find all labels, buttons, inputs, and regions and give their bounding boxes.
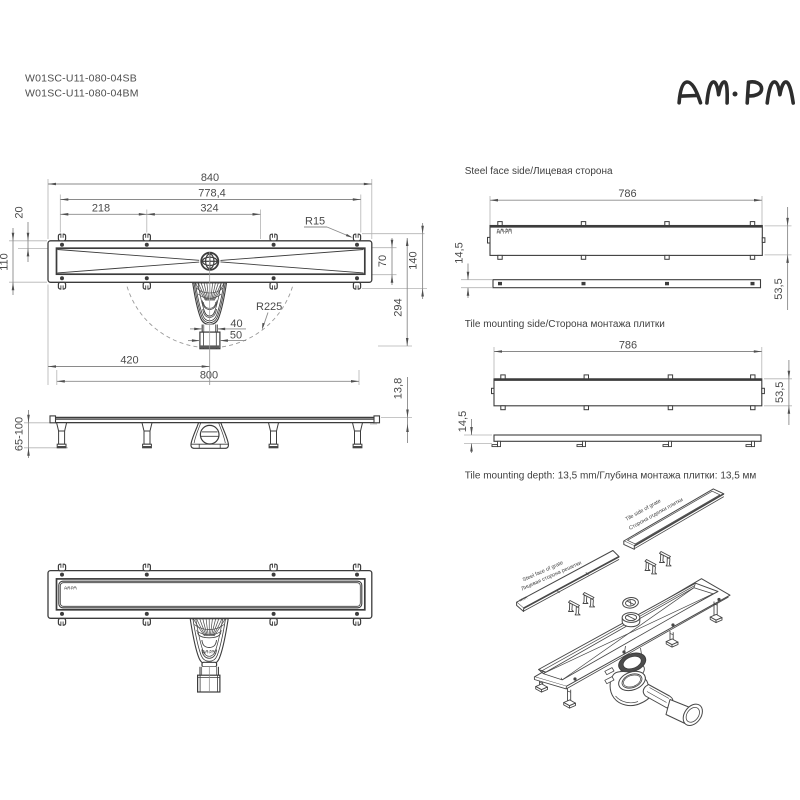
svg-text:20: 20 <box>14 206 26 218</box>
svg-text:140: 140 <box>407 251 419 269</box>
svg-text:14,5: 14,5 <box>453 242 465 263</box>
svg-text:778,4: 778,4 <box>198 188 226 200</box>
svg-text:14,5: 14,5 <box>457 411 469 432</box>
svg-text:324: 324 <box>200 202 218 214</box>
svg-text:53,5: 53,5 <box>773 278 785 299</box>
svg-text:800: 800 <box>200 369 218 381</box>
svg-text:786: 786 <box>619 340 637 352</box>
svg-text:50: 50 <box>230 330 242 342</box>
svg-text:294: 294 <box>393 298 405 316</box>
svg-text:W01SC-U11-080-04SB: W01SC-U11-080-04SB <box>25 73 137 85</box>
svg-text:840: 840 <box>201 172 219 184</box>
svg-text:Tile mounting side/Сторона мон: Tile mounting side/Сторона монтажа плитк… <box>465 319 665 330</box>
svg-text:13,8: 13,8 <box>392 378 404 399</box>
svg-text:53,5: 53,5 <box>774 382 786 403</box>
svg-text:40: 40 <box>230 318 242 330</box>
svg-text:R225: R225 <box>256 301 282 313</box>
svg-text:65-100: 65-100 <box>14 417 26 451</box>
svg-text:420: 420 <box>120 355 138 367</box>
svg-text:W01SC-U11-080-04BM: W01SC-U11-080-04BM <box>25 88 139 100</box>
svg-text:Tile mounting depth: 13,5 mm/Г: Tile mounting depth: 13,5 mm/Глубина мон… <box>465 470 757 482</box>
svg-text:110: 110 <box>0 253 11 271</box>
svg-text:70: 70 <box>377 255 389 267</box>
svg-text:Steel face side/Лицевая сторон: Steel face side/Лицевая сторона <box>465 166 613 177</box>
svg-text:R15: R15 <box>305 216 325 228</box>
svg-text:786: 786 <box>618 188 636 200</box>
svg-text:218: 218 <box>92 202 110 214</box>
